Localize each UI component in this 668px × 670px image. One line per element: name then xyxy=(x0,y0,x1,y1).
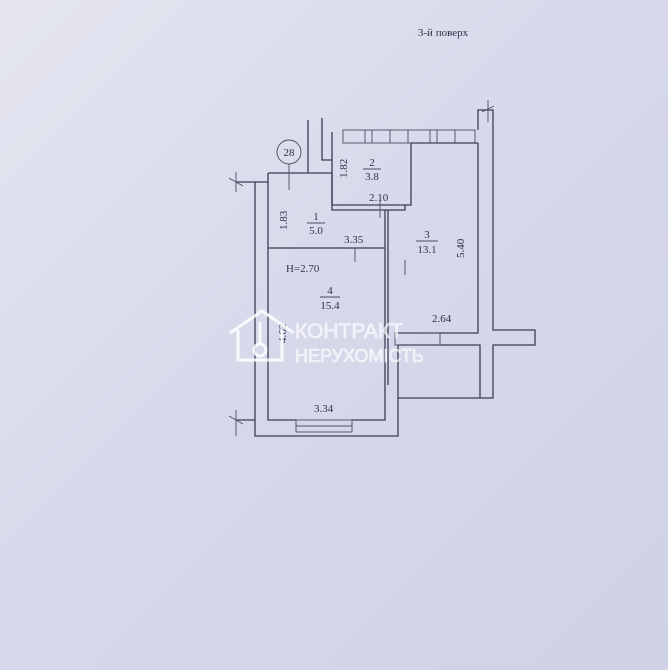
room-area: 13.1 xyxy=(417,244,436,256)
apartment-number: 28 xyxy=(284,147,296,159)
room-2-label: 2 3.8 xyxy=(363,157,381,183)
walls xyxy=(228,100,536,437)
room-area: 3.8 xyxy=(365,171,379,183)
house-key-logo-icon xyxy=(229,309,295,362)
dimension: 3.35 xyxy=(344,234,364,246)
balcony-door xyxy=(394,332,441,346)
window-top xyxy=(342,129,476,144)
dimension: 5.40 xyxy=(455,238,467,258)
room-4-label: 4 15.4 xyxy=(320,285,340,312)
room-number: 2 xyxy=(369,157,375,169)
dimension: 3.34 xyxy=(314,403,334,415)
room-number: 1 xyxy=(313,211,319,223)
floor-label: 3-й поверх xyxy=(418,27,469,39)
watermark-line1: КОНТРАКТ xyxy=(295,320,403,343)
room-3-label: 3 13.1 xyxy=(416,229,438,256)
room-number: 4 xyxy=(327,285,333,297)
watermark-line2: НЕРУХОМІСТЬ xyxy=(295,346,424,366)
ceiling-height: H=2.70 xyxy=(286,263,320,275)
dimension: 1.83 xyxy=(278,210,290,230)
room-number: 3 xyxy=(424,229,430,241)
apartment-number-marker: 28 xyxy=(276,139,302,190)
room-area: 5.0 xyxy=(309,225,323,237)
watermark: КОНТРАКТ НЕРУХОМІСТЬ xyxy=(229,309,424,366)
room-area: 15.4 xyxy=(320,300,340,312)
dimension: 2.64 xyxy=(432,313,452,325)
dimension: 1.82 xyxy=(338,159,350,178)
room-1-label: 1 5.0 xyxy=(307,211,325,237)
dimension: 2.10 xyxy=(369,192,389,204)
